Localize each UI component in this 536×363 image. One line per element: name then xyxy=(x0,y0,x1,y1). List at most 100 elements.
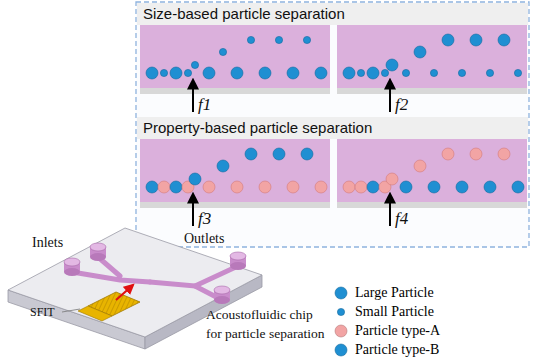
force-arrow xyxy=(192,194,194,226)
particle xyxy=(402,69,409,76)
particle xyxy=(367,67,379,79)
legend-entry: Particle type-B xyxy=(334,341,439,359)
frequency-label: f2 xyxy=(395,95,408,115)
channel xyxy=(140,139,330,202)
particle xyxy=(259,181,271,193)
electrode-pad xyxy=(78,306,112,321)
outlet-port xyxy=(230,252,246,270)
particle xyxy=(355,181,367,193)
particle xyxy=(357,69,364,76)
particle xyxy=(146,181,158,193)
particle xyxy=(273,148,285,160)
particle xyxy=(498,34,510,46)
particle xyxy=(217,160,229,172)
frequency-label: f4 xyxy=(395,209,408,229)
outlet-port xyxy=(214,286,230,304)
particle xyxy=(484,181,496,193)
chip-channel xyxy=(72,257,238,300)
particle xyxy=(303,36,310,43)
channel xyxy=(337,25,527,88)
particle xyxy=(170,181,182,193)
particle xyxy=(231,67,243,79)
legend-entry: Small Particle xyxy=(334,303,434,321)
particle xyxy=(203,181,215,193)
particle xyxy=(414,46,426,58)
particle xyxy=(514,69,521,76)
part-label: Inlets xyxy=(32,233,63,252)
section-heading: Property-based particle separation xyxy=(143,119,522,136)
frequency-label: f3 xyxy=(198,209,211,229)
particle xyxy=(146,67,158,79)
legend-text: Small Particle xyxy=(355,304,434,320)
particle xyxy=(231,181,243,193)
legend-swatch xyxy=(335,325,347,337)
part-label: Outlets xyxy=(184,229,224,248)
particle xyxy=(287,181,299,193)
particle xyxy=(247,36,254,43)
force-arrow xyxy=(192,80,194,112)
particle xyxy=(184,69,191,76)
legend-entry: Particle type-A xyxy=(334,322,440,340)
legend-swatch-box xyxy=(334,286,348,300)
particle xyxy=(381,69,388,76)
particle xyxy=(386,173,398,185)
legend-swatch xyxy=(335,287,347,299)
legend-text: Large Particle xyxy=(355,285,434,301)
particle xyxy=(170,67,182,79)
particle xyxy=(315,181,327,193)
particle xyxy=(245,148,257,160)
force-arrow xyxy=(389,194,391,226)
particle xyxy=(486,69,493,76)
particle xyxy=(219,48,226,55)
channel xyxy=(140,25,330,88)
force-arrow xyxy=(389,80,391,112)
channel xyxy=(337,139,527,202)
legend-swatch xyxy=(335,344,347,356)
section-band: Size-based particle separation xyxy=(137,3,528,25)
section-heading: Size-based particle separation xyxy=(143,5,522,22)
particle xyxy=(470,34,482,46)
particle xyxy=(203,67,215,79)
particle xyxy=(158,181,170,193)
part-label: SFIT xyxy=(30,303,55,322)
particle xyxy=(400,181,412,193)
particle xyxy=(259,67,271,79)
particle xyxy=(470,148,482,160)
inlet-port xyxy=(90,243,106,261)
section-band: Property-based particle separation xyxy=(137,117,528,139)
channel-wall xyxy=(337,88,527,94)
particle xyxy=(160,69,167,76)
legend-entry: Large Particle xyxy=(334,284,434,302)
particle xyxy=(498,148,510,160)
particle xyxy=(287,67,299,79)
channel-wall xyxy=(337,202,527,208)
particle xyxy=(512,181,524,193)
particle xyxy=(189,173,201,185)
frequency-label: f1 xyxy=(198,95,211,115)
particle xyxy=(458,69,465,76)
particle xyxy=(414,160,426,172)
particle xyxy=(442,148,454,160)
legend-swatch xyxy=(337,308,344,315)
particle xyxy=(442,34,454,46)
channel-wall xyxy=(140,202,330,208)
particle xyxy=(430,69,437,76)
particle xyxy=(343,67,355,79)
particle xyxy=(428,181,440,193)
legend-swatch-box xyxy=(334,343,348,357)
particle xyxy=(367,181,379,193)
particle xyxy=(275,36,282,43)
particle xyxy=(386,59,398,71)
particle xyxy=(315,67,327,79)
legend-swatch-box xyxy=(334,324,348,338)
caption-label: Acoustofluidic chip for particle separat… xyxy=(206,305,330,343)
acoustic-arrow xyxy=(116,285,133,300)
legend-text: Particle type-B xyxy=(355,342,439,358)
particle xyxy=(191,61,198,68)
zoom-panel xyxy=(136,2,529,247)
legend-text: Particle type-A xyxy=(355,323,440,339)
particle xyxy=(343,181,355,193)
channel-wall xyxy=(140,88,330,94)
leader-line xyxy=(62,309,80,312)
legend-swatch-box xyxy=(334,305,348,319)
